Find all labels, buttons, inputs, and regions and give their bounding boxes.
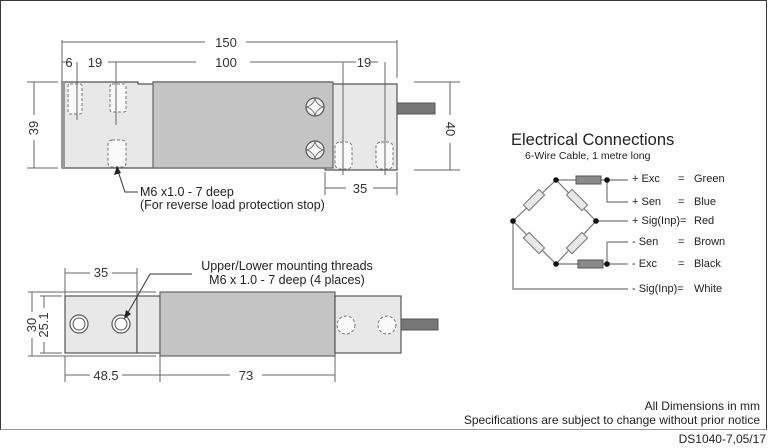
arrow-icon xyxy=(124,310,131,319)
electrical-subtitle: 6-Wire Cable, 1 metre long xyxy=(525,150,651,162)
dim-line-35-top xyxy=(324,172,398,195)
dim-line-150 xyxy=(61,40,398,82)
hidden-thread-1 xyxy=(67,83,83,115)
hidden-thread-2 xyxy=(109,83,127,113)
wire-color: White xyxy=(694,283,722,295)
wire-color: Green xyxy=(694,173,725,185)
compensation-resistor-bottom xyxy=(577,259,604,269)
top-view-gauge-area xyxy=(152,81,334,169)
wire-eq: = xyxy=(678,258,684,270)
top-view: 150 6 19 100 19 39 40 35 M6 x1.0 - 7 dee… xyxy=(26,35,460,212)
wire-color: Black xyxy=(694,258,721,270)
mounting-hole-1 xyxy=(69,314,89,334)
node-dot xyxy=(593,218,599,224)
dim-150: 150 xyxy=(215,35,237,50)
dim-35-side: 35 xyxy=(94,265,108,280)
wire-color: Brown xyxy=(694,236,725,248)
side-view: 35 30 25.1 48.5 73 Upper/Lower mounting … xyxy=(24,259,439,383)
wire-color: Red xyxy=(694,215,714,227)
side-view-cable xyxy=(400,318,439,331)
dim-19-right: 19 xyxy=(357,55,371,70)
top-view-edge xyxy=(62,82,65,168)
dim-39: 39 xyxy=(26,121,41,135)
dim-73: 73 xyxy=(239,368,253,383)
node-dot xyxy=(510,218,516,224)
dim-6: 6 xyxy=(65,55,72,70)
wire-color: Blue xyxy=(694,196,716,208)
side-view-left-step xyxy=(136,295,161,354)
wire-signal: - Sen xyxy=(632,236,658,248)
drawing-frame xyxy=(0,0,767,430)
mounting-hole-hidden-4 xyxy=(377,315,397,335)
dim-25-1: 25.1 xyxy=(36,312,51,337)
wire-eq: = xyxy=(678,173,684,185)
screw-icon xyxy=(305,140,325,160)
resistor-icon xyxy=(565,188,589,212)
dim-40: 40 xyxy=(443,122,458,136)
dim-48-5: 48.5 xyxy=(93,368,118,383)
dim-lines-bottom xyxy=(64,356,336,382)
resistor-icon xyxy=(522,231,546,255)
hidden-thread-protection xyxy=(107,139,127,168)
document-code: DS1040-7,05/17 xyxy=(679,432,767,446)
arrow-icon xyxy=(114,166,121,175)
resistor-icon xyxy=(522,188,546,212)
wire-row: + Exc = Green xyxy=(632,173,725,185)
dim-line-30 xyxy=(28,291,156,357)
dim-30: 30 xyxy=(24,318,39,332)
mounting-hole-2 xyxy=(111,314,131,334)
dim-35-top: 35 xyxy=(353,181,367,196)
wire-row: + Sig(Inp)= Red xyxy=(632,215,714,227)
mounting-callout-line2: M6 x 1.0 - 7 deep (4 places) xyxy=(209,273,365,287)
dim-line-35-side xyxy=(64,268,138,296)
dim-line-25-1 xyxy=(40,295,62,354)
side-view-gauge-area xyxy=(159,291,336,357)
mounting-callout-line1: Upper/Lower mounting threads xyxy=(201,259,373,273)
wire-row: - Sig(Inp)= White xyxy=(632,283,722,295)
resistor-icon xyxy=(565,231,589,255)
screw-icon xyxy=(305,97,325,117)
wire-eq: = xyxy=(678,236,684,248)
callout-protection-line1: M6 x1.0 - 7 deep xyxy=(140,185,234,199)
wire-signal: + Exc xyxy=(632,173,660,185)
bridge-outline xyxy=(512,179,597,265)
wire-signal: - Exc xyxy=(632,258,658,270)
node-dot xyxy=(553,177,559,183)
dim-line-39 xyxy=(27,81,58,169)
wire-eq: = xyxy=(678,196,684,208)
wire-signal: - Sig(Inp)= xyxy=(632,283,684,295)
node-dot xyxy=(553,261,559,267)
dim-lines-holes xyxy=(62,61,386,175)
electrical-connections: Electrical Connections 6-Wire Cable, 1 m… xyxy=(510,131,725,295)
disclaimer: Specifications are subject to change wit… xyxy=(464,413,760,427)
wire-row: + Sen = Blue xyxy=(632,196,716,208)
dim-19-left: 19 xyxy=(88,55,102,70)
callout-protection-line2: (For reverse load protection stop) xyxy=(140,198,325,212)
dim-100: 100 xyxy=(215,55,237,70)
mounting-hole-hidden-3 xyxy=(336,315,356,335)
wire-signal: + Sig(Inp)= xyxy=(632,215,686,227)
wire-row: - Exc = Black xyxy=(632,258,721,270)
dim-line-40 xyxy=(414,81,460,171)
top-view-cable xyxy=(396,102,436,115)
wire-signal: + Sen xyxy=(632,196,661,208)
callout-leader xyxy=(116,167,138,193)
compensation-resistor-top xyxy=(575,175,602,185)
wire-row: - Sen = Brown xyxy=(632,236,725,248)
electrical-title: Electrical Connections xyxy=(511,131,674,149)
units-note: All Dimensions in mm xyxy=(645,399,760,413)
node-dot xyxy=(604,177,610,183)
mounting-callout-leader xyxy=(125,273,192,317)
node-dot xyxy=(604,261,610,267)
